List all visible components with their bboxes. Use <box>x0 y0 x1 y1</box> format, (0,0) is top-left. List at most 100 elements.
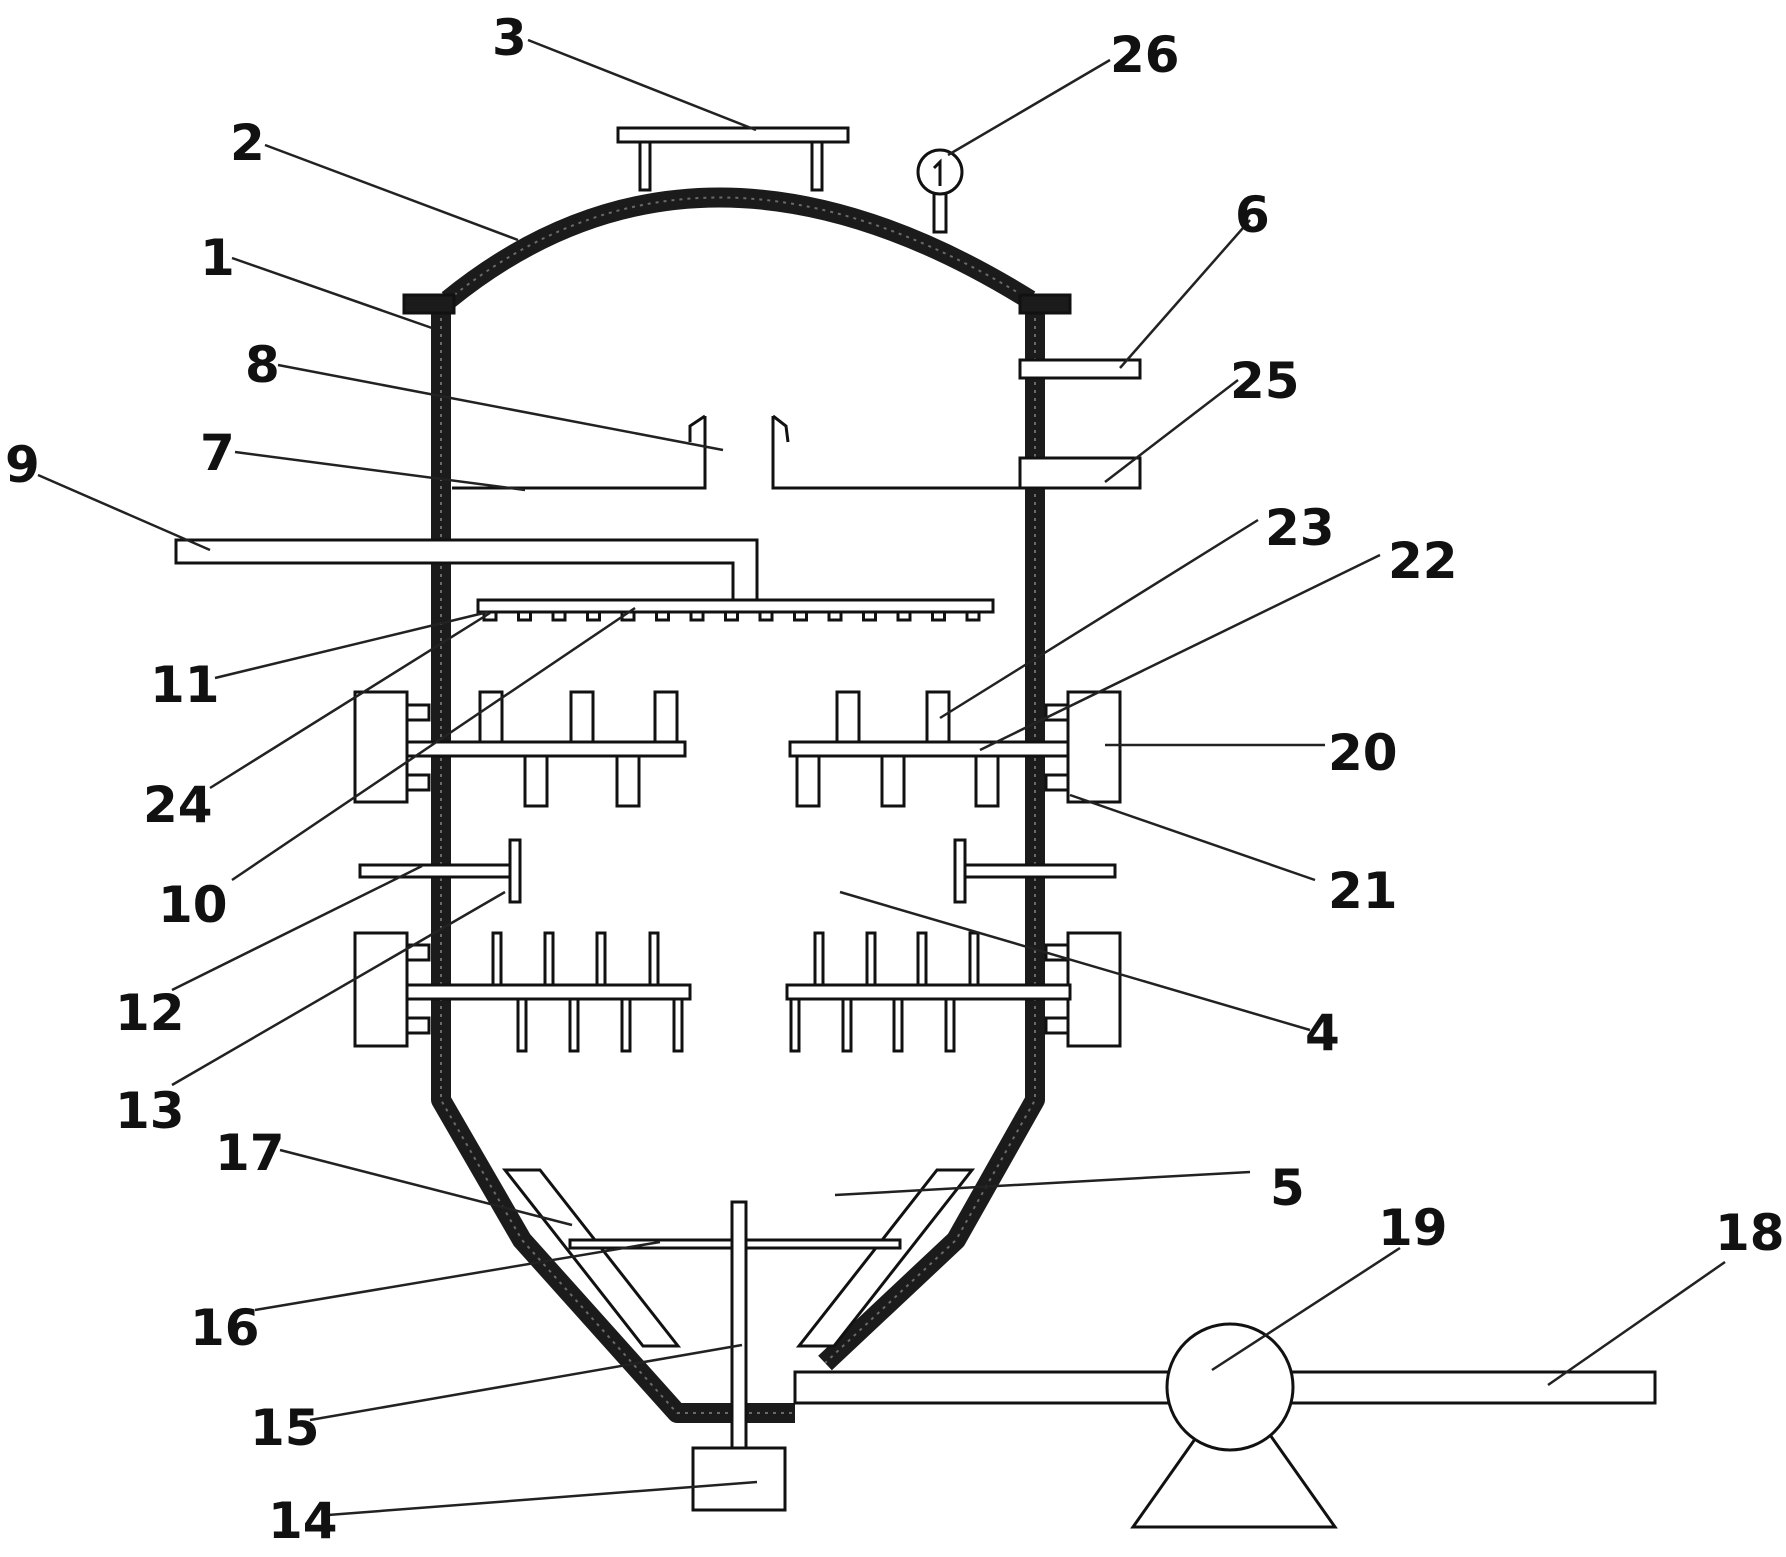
spray-nozzle <box>551 610 567 622</box>
lower-left-pin-top <box>491 931 503 987</box>
lower-right-pin-top <box>865 931 877 987</box>
spray-nozzle <box>586 610 601 622</box>
label-20: 20 <box>1328 724 1398 782</box>
label-10: 10 <box>158 876 228 934</box>
label-6: 6 <box>1235 186 1270 244</box>
label-17: 17 <box>215 1124 285 1182</box>
spray-header <box>476 598 995 614</box>
right-scraper <box>795 1168 976 1348</box>
left-baffle-rod <box>358 863 512 879</box>
lower-right-pin-top <box>813 931 825 987</box>
lower-right-motor <box>1066 931 1122 1048</box>
label-14: 14 <box>268 1492 338 1550</box>
upper-left-blade-top <box>653 690 679 744</box>
lower-right-pin-bottom <box>789 997 801 1053</box>
spray-nozzle <box>862 610 877 622</box>
label-2: 2 <box>230 114 265 172</box>
upper-agitators <box>353 690 1122 808</box>
part-labels: 3 26 2 1 6 8 25 7 9 23 22 11 20 24 21 10… <box>5 9 1785 1550</box>
left-scraper <box>501 1168 682 1348</box>
upper-right-blade-top <box>925 690 951 744</box>
label-15: 15 <box>250 1399 320 1457</box>
pipe-6 <box>1018 358 1142 380</box>
pipe-25 <box>1018 456 1142 490</box>
lower-right-pin-bottom <box>892 997 904 1053</box>
lower-left-pin-top <box>648 931 660 987</box>
vessel-shell <box>402 187 1072 1423</box>
right-flange <box>1018 293 1072 315</box>
upper-right-blade-bottom <box>974 754 1000 808</box>
spray-nozzle <box>758 610 774 622</box>
feed-pipe <box>174 538 759 602</box>
lower-agitators <box>353 931 1122 1053</box>
lower-left-motor <box>353 931 409 1048</box>
label-16: 16 <box>190 1299 260 1357</box>
label-5: 5 <box>1270 1159 1305 1217</box>
label-3: 3 <box>492 9 527 67</box>
upper-left-shaft <box>405 740 687 758</box>
label-12: 12 <box>115 984 185 1042</box>
spray-nozzle <box>965 610 981 622</box>
lower-right-pin-top <box>968 931 980 987</box>
spray-nozzles <box>482 610 981 622</box>
upper-right-blade-top <box>835 690 861 744</box>
top-manhole <box>616 126 850 192</box>
lower-left-pin-bottom <box>620 997 632 1053</box>
spray-nozzle <box>724 610 739 622</box>
upper-left-blade-top <box>478 690 504 744</box>
label-25: 25 <box>1230 352 1300 410</box>
upper-left-blade-top <box>569 690 595 744</box>
label-21: 21 <box>1328 862 1398 920</box>
upper-right-shaft <box>788 740 1070 758</box>
pump-body <box>1165 1322 1295 1452</box>
label-18: 18 <box>1715 1204 1785 1262</box>
collection-tray <box>452 414 1025 490</box>
lower-right-pin-bottom <box>944 997 956 1053</box>
pressure-gauge <box>916 148 964 234</box>
bottom-shaft <box>730 1200 748 1452</box>
discharge-line <box>793 1322 1657 1529</box>
lower-right-shaft <box>785 983 1072 1001</box>
left-wall <box>431 310 795 1423</box>
label-19: 19 <box>1378 1199 1448 1257</box>
bottom-motor <box>691 1446 787 1512</box>
cone-internals <box>501 1168 976 1452</box>
lower-left-shaft <box>405 983 692 1001</box>
lower-right-pin-top <box>916 931 928 987</box>
lower-left-pin-bottom <box>568 997 580 1053</box>
baffles <box>358 838 1117 904</box>
lower-left-pin-bottom <box>672 997 684 1053</box>
spray-nozzle <box>827 610 843 622</box>
label-23: 23 <box>1265 499 1335 557</box>
upper-left-blade-bottom <box>615 754 641 808</box>
lower-left-pin-bottom <box>516 997 528 1053</box>
label-13: 13 <box>115 1082 185 1140</box>
leader-lines <box>37 38 1726 1517</box>
label-11: 11 <box>150 656 220 714</box>
right-baffle-plate <box>953 838 967 904</box>
spray-nozzle <box>517 610 532 622</box>
upper-left-motor <box>353 690 409 804</box>
spray-nozzle <box>689 610 705 622</box>
lower-left-pin-top <box>595 931 607 987</box>
upper-left-blade-bottom <box>523 754 549 808</box>
left-baffle-plate <box>508 838 522 904</box>
label-26: 26 <box>1110 26 1180 84</box>
right-pipes <box>1018 358 1142 490</box>
upper-right-blade-bottom <box>795 754 821 808</box>
lower-right-pin-bottom <box>841 997 853 1053</box>
label-22: 22 <box>1388 532 1458 590</box>
label-24: 24 <box>143 776 213 834</box>
spray-nozzle <box>655 610 670 622</box>
right-baffle-rod <box>963 863 1117 879</box>
left-flange <box>402 293 456 315</box>
lower-left-pin-top <box>543 931 555 987</box>
spray-nozzle <box>896 610 912 622</box>
upper-right-motor <box>1066 690 1122 804</box>
feed-pipe-and-sprayer <box>174 538 995 622</box>
spray-nozzle <box>793 610 808 622</box>
spray-nozzle <box>931 610 946 622</box>
upper-right-blade-bottom <box>880 754 906 808</box>
label-1: 1 <box>200 229 235 287</box>
